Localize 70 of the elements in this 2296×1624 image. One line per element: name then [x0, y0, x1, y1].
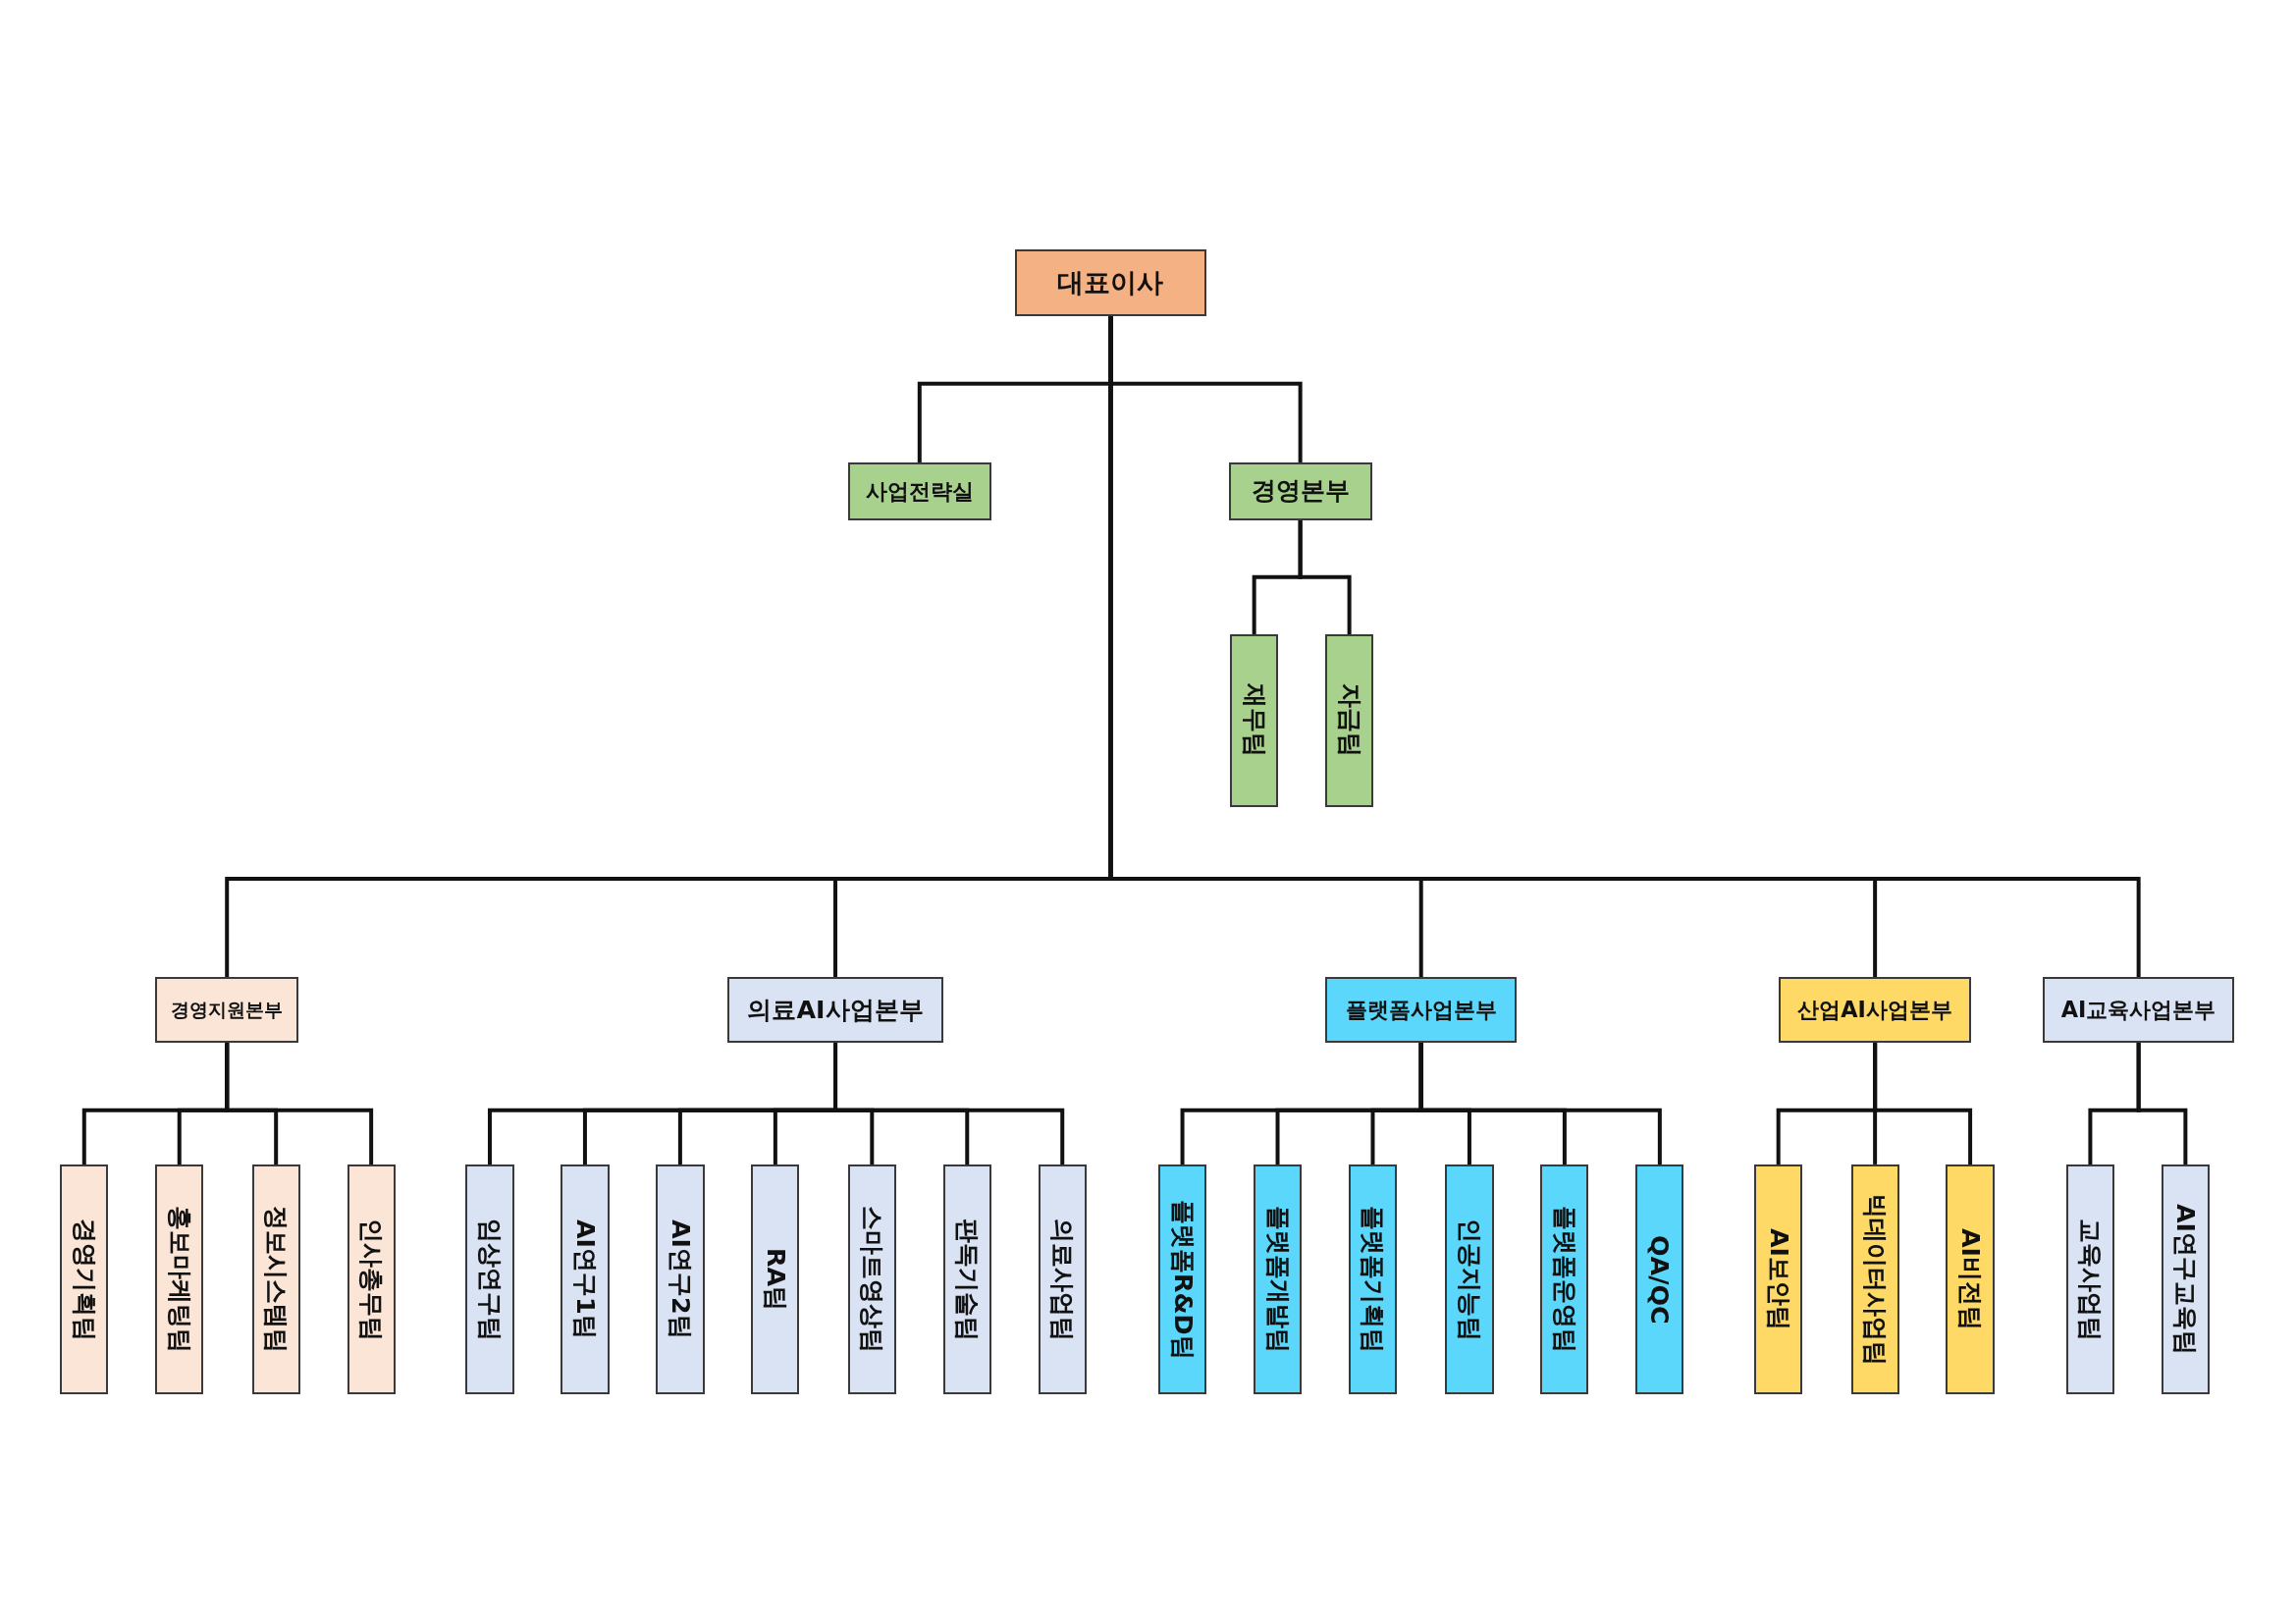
unit-name: 플랫폼R&D팀: [1167, 1199, 1200, 1360]
team-box: [155, 1164, 204, 1395]
unit-name: AI연구1팀: [569, 1219, 602, 1339]
team-box: [1348, 1164, 1398, 1395]
department-box: [1779, 976, 1971, 1044]
unit-name: AI비전팀: [1955, 1227, 1988, 1330]
team-box: [1253, 1164, 1303, 1395]
team-box: [2161, 1164, 2210, 1395]
unit-name: 교육사업팀: [2075, 1218, 2108, 1341]
team-box: [1325, 633, 1374, 807]
department-box: [1014, 248, 1207, 317]
unit-name: 플랫폼운영팀: [1549, 1206, 1581, 1353]
unit-name: AI연구2팀: [665, 1219, 697, 1339]
department-box: [155, 976, 299, 1044]
connector-line: [225, 1043, 374, 1164]
unit-name: 산업AI사업본부: [1797, 996, 1952, 1025]
team-box: [1230, 633, 1279, 807]
unit-name: 사업전략실: [865, 476, 974, 506]
unit-name: 플랫폼기획팀: [1358, 1206, 1390, 1353]
connector-line: [1298, 519, 1352, 634]
unit-name: 경영기획팀: [69, 1218, 101, 1341]
connector-line: [1873, 1043, 1973, 1164]
team-box: [751, 1164, 800, 1395]
team-box: [1540, 1164, 1589, 1395]
connector-line: [2136, 1043, 2188, 1164]
team-box: [60, 1164, 109, 1395]
unit-name: 경영본부: [1251, 474, 1350, 508]
unit-name: 임상연구팀: [474, 1218, 507, 1341]
team-box: [1635, 1164, 1684, 1395]
unit-name: 의료사업팀: [1047, 1218, 1080, 1341]
team-box: [942, 1164, 991, 1395]
department-box: [2042, 976, 2235, 1044]
unit-name: 경영지원본부: [171, 998, 284, 1022]
team-box: [1754, 1164, 1803, 1395]
unit-name: AI교육사업본부: [2060, 996, 2216, 1025]
team-box: [847, 1164, 896, 1395]
team-box: [656, 1164, 705, 1395]
unit-name: 재무팀: [1239, 683, 1271, 758]
team-box: [561, 1164, 610, 1395]
team-box: [1850, 1164, 1899, 1395]
unit-name: 대표이사: [1057, 265, 1164, 299]
team-box: [251, 1164, 300, 1395]
department-box: [1325, 976, 1518, 1044]
team-box: [347, 1164, 396, 1395]
unit-name: RA팀: [760, 1247, 792, 1312]
unit-name: 스마트영상팀: [857, 1206, 889, 1353]
unit-name: 플랫폼사업본부: [1345, 996, 1497, 1025]
team-box: [1445, 1164, 1494, 1395]
unit-name: AI보안팀: [1763, 1227, 1795, 1330]
unit-name: AI연구교육팀: [2170, 1203, 2203, 1355]
unit-name: 빅데이터사업팀: [1860, 1193, 1893, 1366]
unit-name: 의료AI사업본부: [747, 993, 924, 1026]
connector-line: [1418, 1043, 1662, 1164]
unit-name: 플랫폼개발팀: [1262, 1206, 1295, 1353]
unit-name: QA/QC: [1644, 1234, 1675, 1325]
team-box: [1157, 1164, 1207, 1395]
unit-name: 인사총무팀: [356, 1218, 389, 1341]
team-box: [1946, 1164, 1995, 1395]
unit-name: 판독기술팀: [952, 1218, 985, 1341]
team-box: [465, 1164, 514, 1395]
department-box: [727, 976, 943, 1044]
team-box: [2065, 1164, 2114, 1395]
unit-name: 홍보마케팅팀: [164, 1206, 196, 1353]
unit-name: 정보시스템팀: [261, 1206, 294, 1353]
department-box: [847, 462, 991, 520]
unit-name: 자금팀: [1334, 683, 1366, 758]
unit-name: 인공지능팀: [1454, 1218, 1486, 1341]
team-box: [1038, 1164, 1087, 1395]
connector-line: [833, 1043, 1065, 1164]
department-box: [1228, 462, 1372, 520]
